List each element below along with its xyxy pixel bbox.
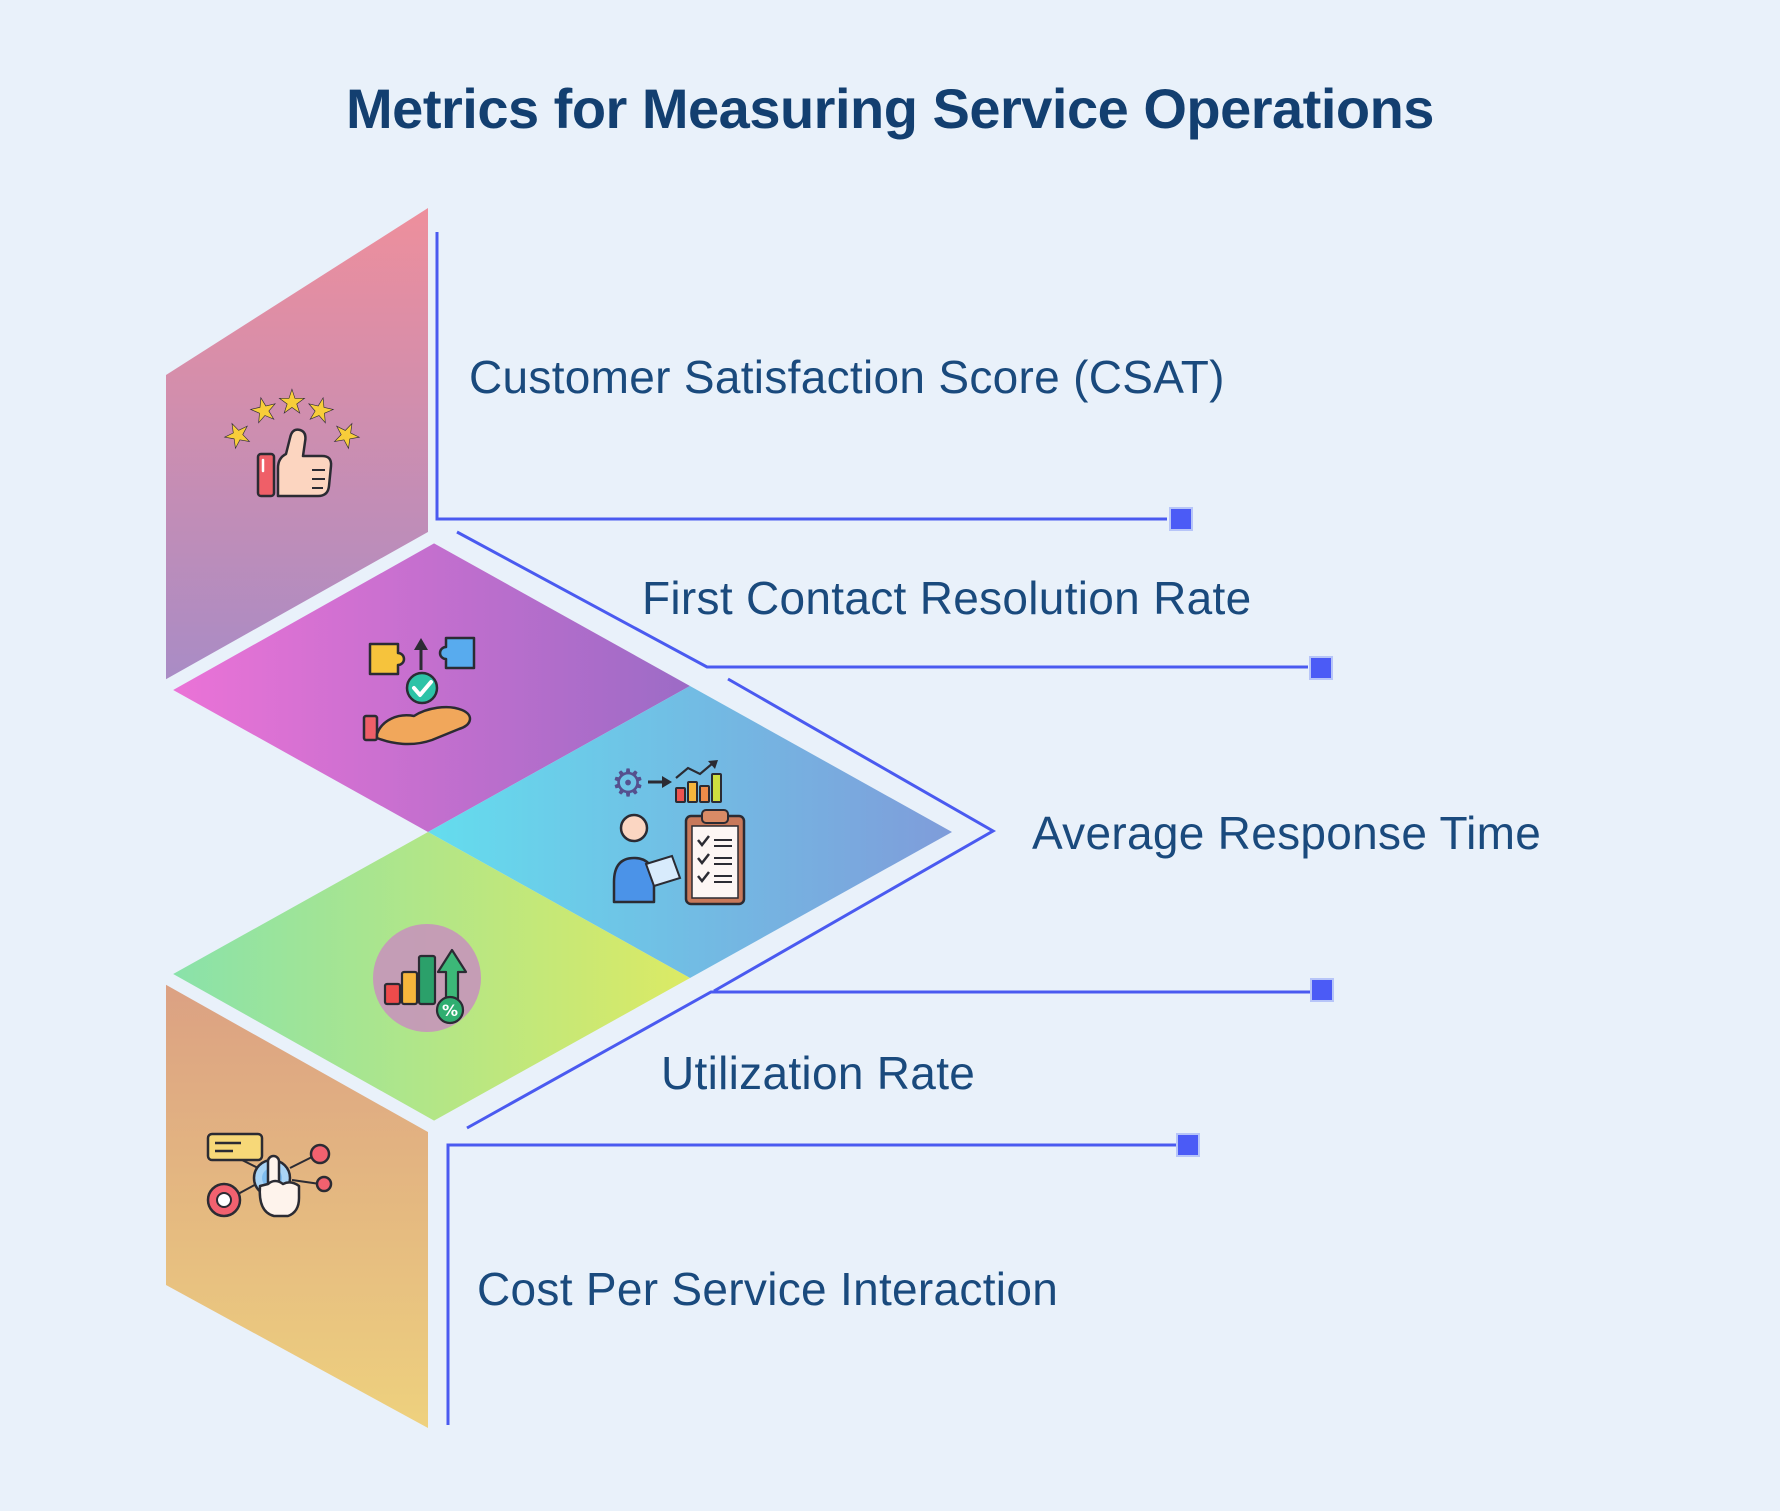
endpoint-square-csat	[1169, 507, 1193, 531]
metric-label-response-time: Average Response Time	[1032, 807, 1542, 859]
endpoint-square-cost	[1176, 1133, 1200, 1157]
metric-label-cost: Cost Per Service Interaction	[477, 1263, 1059, 1315]
person-checklist-icon: ⚙	[611, 760, 746, 906]
page-title: Metrics for Measuring Service Operations	[346, 77, 1434, 140]
percent-icon: %	[442, 1001, 458, 1020]
endpoint-square-utilization	[1310, 978, 1334, 1002]
connector-csat	[435, 232, 1167, 521]
fold-gap-top	[156, 530, 438, 696]
connector-utilization	[466, 990, 1311, 1130]
metric-label-csat: Customer Satisfaction Score (CSAT)	[469, 351, 1225, 403]
bar-chart-percent-icon: %	[373, 924, 481, 1032]
endpoint-square-first-contact	[1309, 656, 1333, 680]
puzzle-hand-icon	[362, 636, 476, 746]
metric-label-first-contact: First Contact Resolution Rate	[642, 572, 1252, 624]
star-icon: ★	[279, 385, 306, 420]
gear-icon: ⚙	[611, 761, 645, 805]
connector-cost	[446, 1143, 1176, 1425]
metric-label-utilization: Utilization Rate	[661, 1047, 976, 1099]
click-network-icon	[206, 1132, 333, 1218]
fold-gap-bottom	[156, 968, 438, 1134]
connector-chevron-response-time	[713, 677, 997, 993]
connector-first-contact	[456, 530, 1308, 669]
